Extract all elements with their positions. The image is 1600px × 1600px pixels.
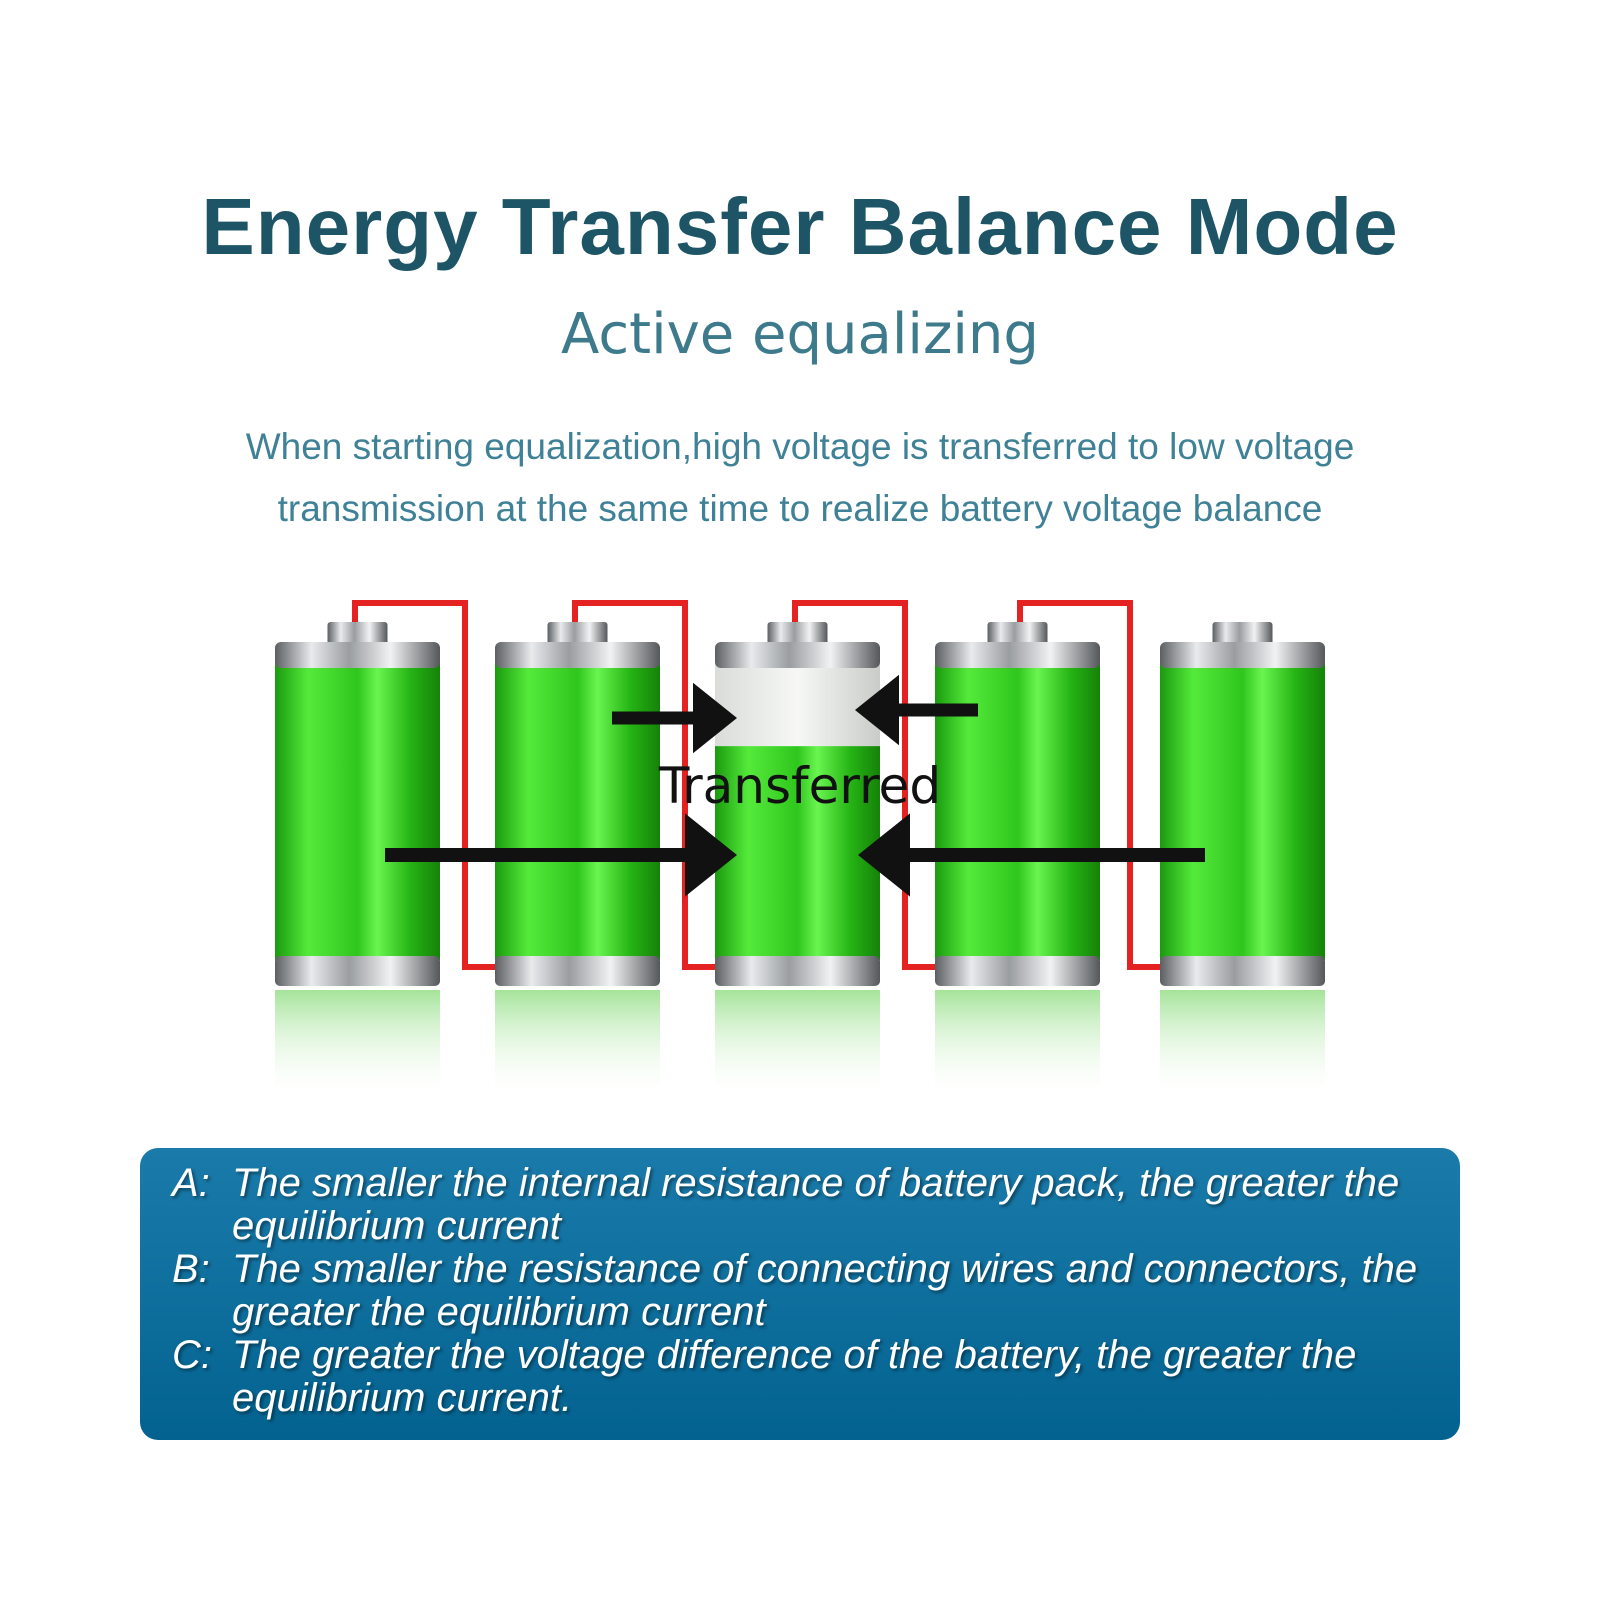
note-b: B: The smaller the resistance of connect… <box>172 1248 1460 1334</box>
battery-top-cap <box>715 642 880 668</box>
battery-top-cap <box>935 642 1100 668</box>
note-letter: C: <box>172 1333 212 1377</box>
note-text: The smaller the internal resistance of b… <box>232 1161 1400 1248</box>
main-title: Energy Transfer Balance Mode <box>201 182 1399 271</box>
battery-reflection <box>935 990 1100 1100</box>
description: When starting equalization,high voltage … <box>130 416 1470 540</box>
battery-bottom-cap <box>1160 956 1325 986</box>
battery-terminal <box>767 622 828 646</box>
red-wire <box>572 600 723 970</box>
battery-bottom-cap <box>495 956 660 986</box>
lower-left-arrow-head <box>685 813 737 897</box>
subtitle: Active equalizing <box>561 302 1039 367</box>
battery-diagram: Transferred <box>275 600 1325 1100</box>
upper-right-arrow-head <box>855 674 899 746</box>
battery-reflection <box>275 990 440 1100</box>
note-letter: B: <box>172 1247 210 1291</box>
battery-reflection <box>495 990 660 1100</box>
battery-terminal <box>987 622 1048 646</box>
batteries-layer <box>275 622 1325 1100</box>
battery-terminal <box>547 622 608 646</box>
wires-layer <box>352 600 1168 970</box>
battery-terminal <box>327 622 388 646</box>
note-c: C: The greater the voltage difference of… <box>172 1334 1460 1420</box>
arrows-layer <box>385 674 1205 897</box>
description-line: When starting equalization,high voltage … <box>245 426 1355 467</box>
battery-bottom-cap <box>275 956 440 986</box>
battery-top-cap <box>275 642 440 668</box>
note-letter: A: <box>172 1161 210 1205</box>
info-box: A: The smaller the internal resistance o… <box>140 1148 1460 1440</box>
battery <box>275 622 440 1100</box>
battery-reflection <box>715 990 880 1100</box>
battery-charge <box>275 663 440 960</box>
battery-reflection <box>1160 990 1325 1100</box>
upper-left-arrow-head <box>693 682 737 754</box>
transferred-label: Transferred <box>658 757 941 815</box>
red-wire <box>352 600 503 970</box>
battery-terminal <box>1212 622 1273 646</box>
battery-top-cap <box>1160 642 1325 668</box>
note-text: The greater the voltage difference of th… <box>232 1333 1357 1420</box>
battery <box>1160 622 1325 1100</box>
battery <box>715 622 880 1100</box>
description-line: transmission at the same time to realize… <box>277 488 1323 529</box>
battery-charge <box>1160 663 1325 960</box>
red-wire <box>792 600 943 970</box>
note-text: The smaller the resistance of connecting… <box>232 1247 1418 1334</box>
battery-top-cap <box>495 642 660 668</box>
battery-bottom-cap <box>715 956 880 986</box>
red-wire <box>1017 600 1168 970</box>
note-a: A: The smaller the internal resistance o… <box>172 1162 1460 1248</box>
battery-charge <box>715 746 880 960</box>
battery-charge <box>495 663 660 960</box>
battery-bottom-cap <box>935 956 1100 986</box>
lower-right-arrow-head <box>858 813 910 897</box>
